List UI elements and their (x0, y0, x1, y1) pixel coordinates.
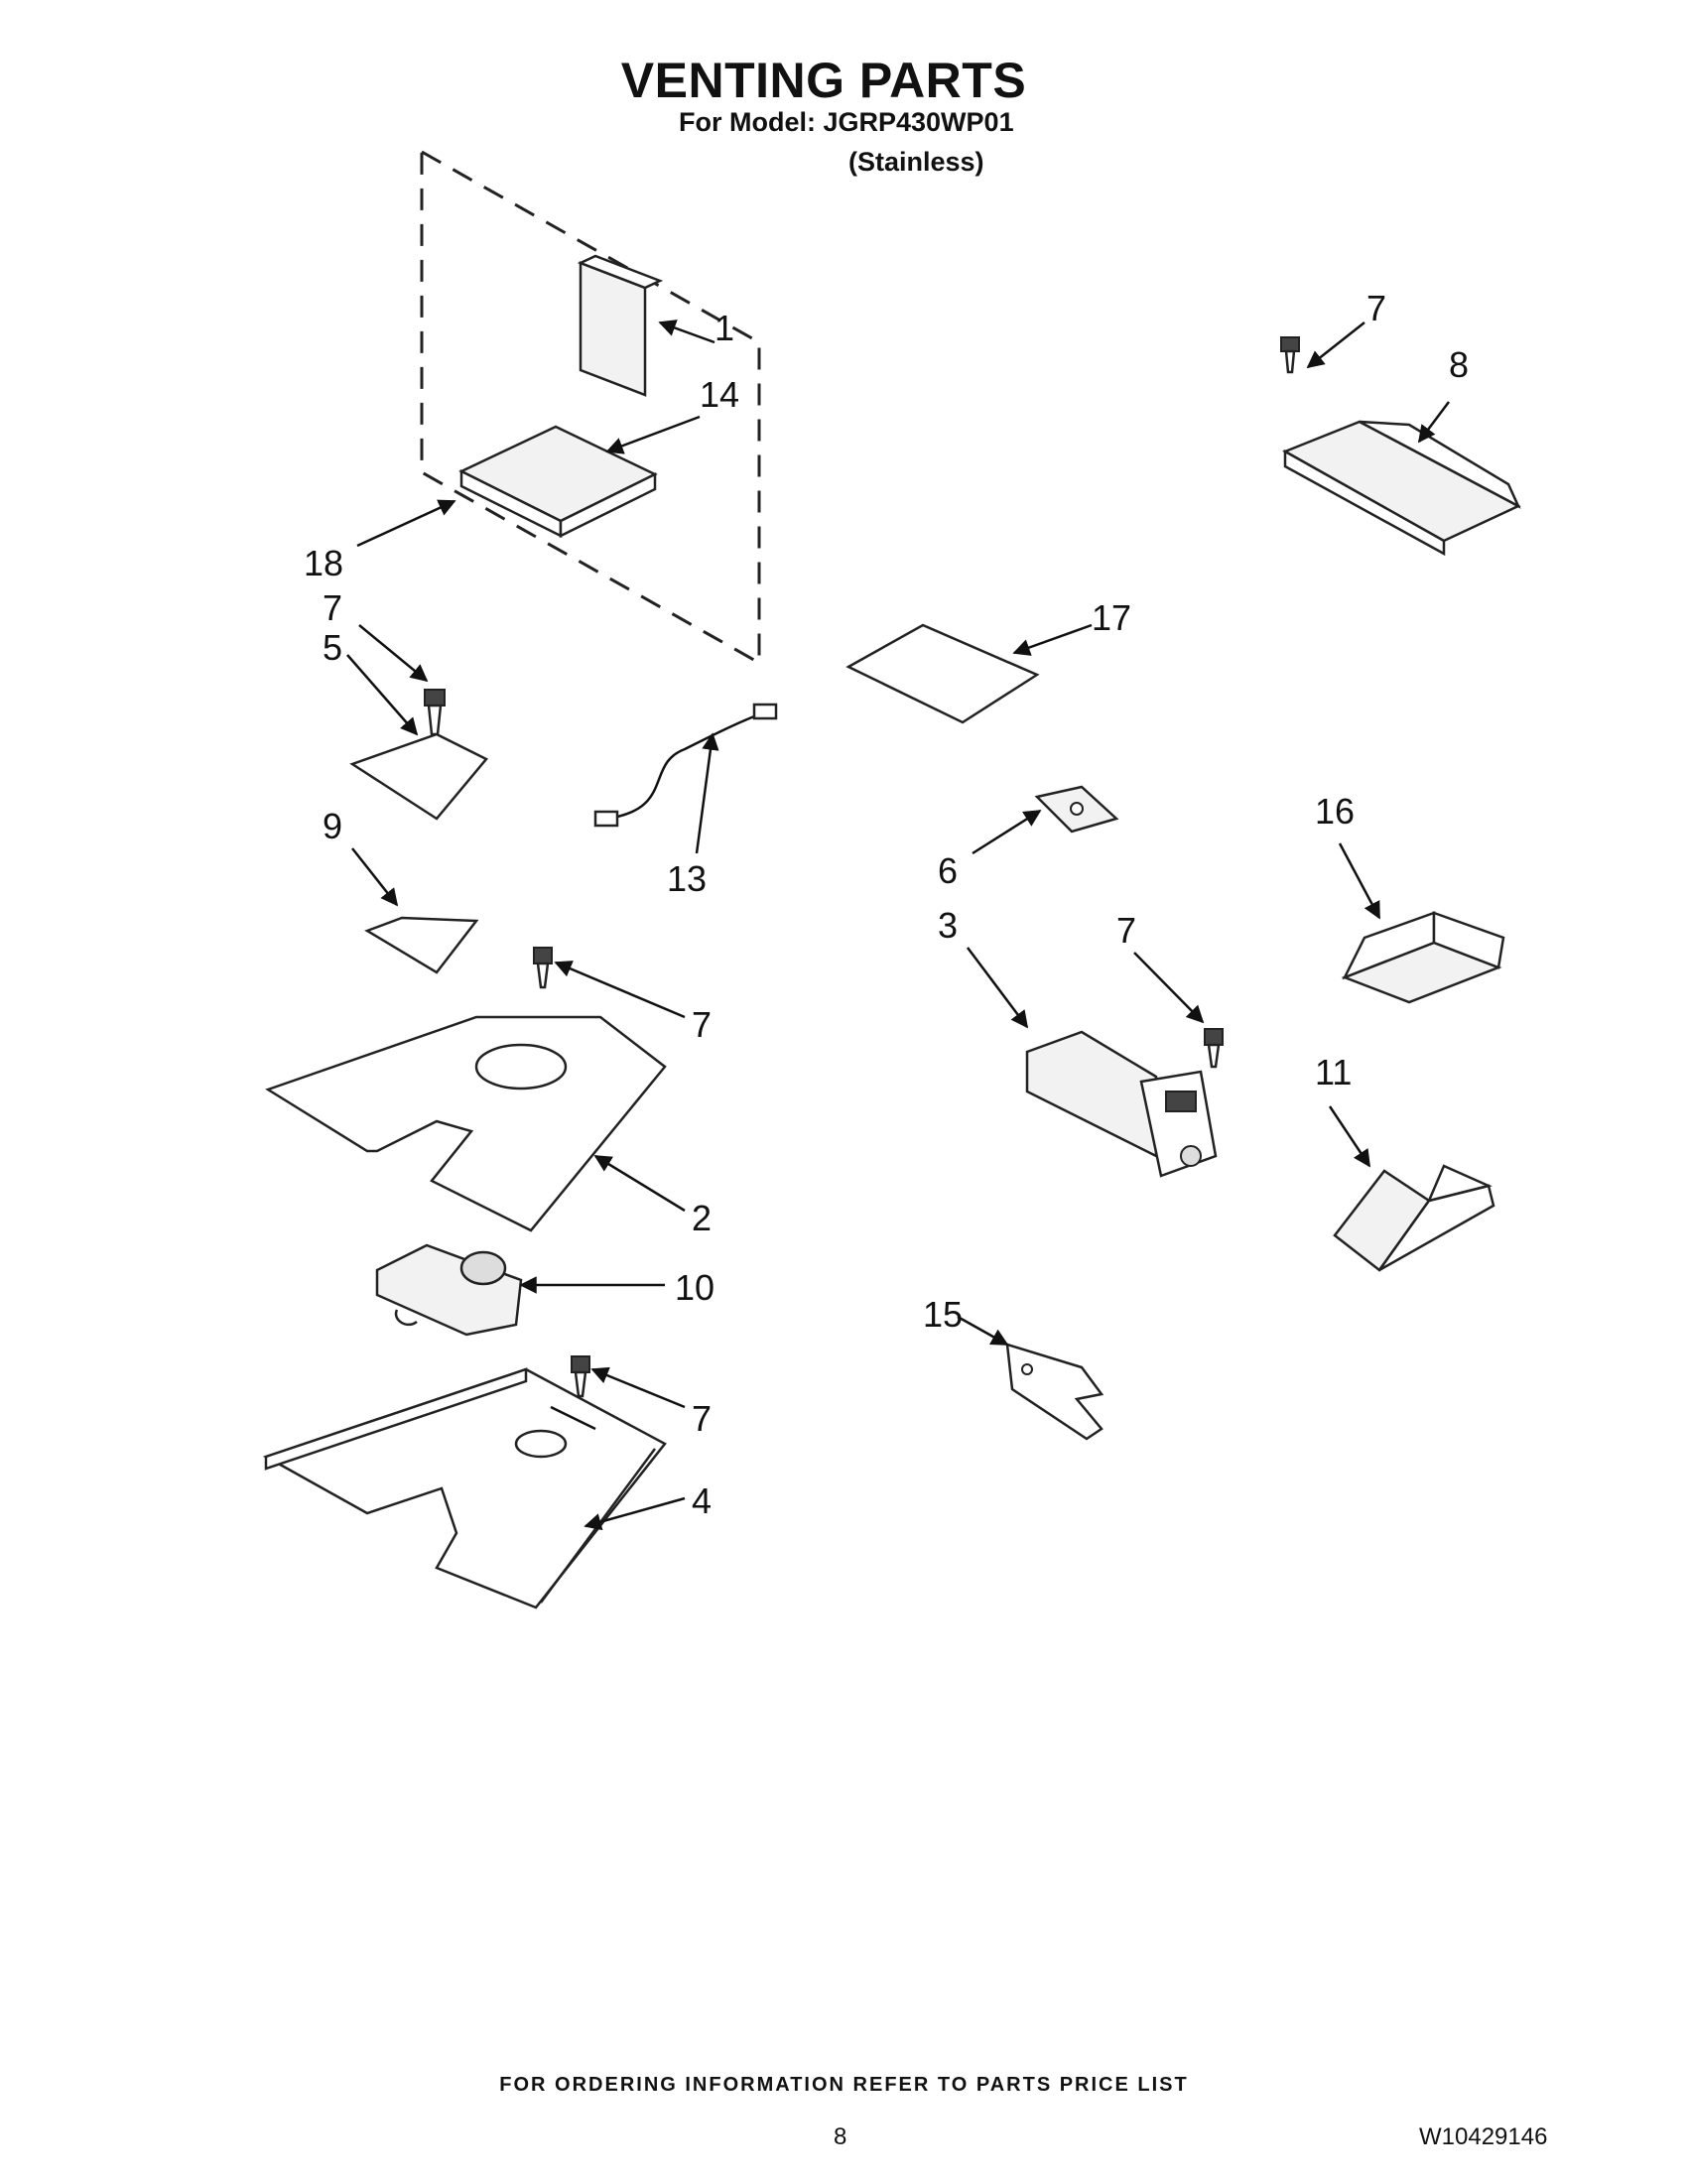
part-13 (593, 703, 778, 828)
callout-2: 2 (692, 1198, 712, 1238)
callout-10: 10 (675, 1267, 714, 1308)
callout-1: 1 (714, 308, 734, 348)
part-14 (458, 425, 658, 539)
callout-9: 9 (323, 806, 342, 846)
callout-8: 8 (1449, 344, 1469, 385)
ordering-note: FOR ORDERING INFORMATION REFER TO PARTS … (499, 2074, 1189, 2096)
page-number: 8 (834, 2123, 847, 2150)
screw-7d (1204, 1028, 1224, 1069)
callout-17: 17 (1092, 597, 1131, 638)
callout-11: 11 (1315, 1052, 1352, 1092)
callout-14: 14 (700, 374, 739, 415)
variant-label: (Stainless) (848, 147, 984, 177)
part-3 (1025, 1030, 1218, 1178)
callout-7-top-right: 7 (1366, 288, 1386, 328)
callout-4: 4 (692, 1480, 712, 1521)
callout-13: 13 (667, 858, 707, 899)
part-16 (1341, 911, 1505, 1004)
part-11 (1333, 1164, 1495, 1272)
callout-7-left: 7 (323, 587, 342, 628)
screw-7a (1280, 336, 1300, 374)
part-17 (845, 623, 1040, 724)
part-2 (265, 1015, 667, 1232)
leader-lines (346, 320, 1450, 1531)
part-10 (375, 1243, 523, 1337)
callout-7-bottom: 7 (692, 1398, 712, 1439)
callout-15: 15 (923, 1294, 963, 1335)
callout-16: 16 (1315, 791, 1355, 832)
part-8 (1282, 420, 1521, 557)
screw-7c (533, 947, 553, 989)
page-title: VENTING PARTS (620, 53, 1027, 108)
callout-3: 3 (938, 905, 958, 946)
callout-labels: 1 14 18 7 8 7 5 17 13 9 6 16 3 7 7 2 11 … (304, 288, 1469, 1521)
model-line: For Model: JGRP430WP01 (679, 107, 1014, 137)
part-15 (1005, 1343, 1104, 1441)
callout-7-valve: 7 (1116, 910, 1136, 951)
part-9 (364, 916, 479, 974)
part-5 (349, 689, 488, 821)
callout-5: 5 (323, 627, 342, 668)
part-6 (1034, 785, 1119, 834)
document-number: W10429146 (1419, 2123, 1548, 2150)
part-1 (577, 254, 664, 397)
callout-7-mid: 7 (692, 1004, 712, 1045)
callout-6: 6 (938, 850, 958, 891)
part-4 (262, 1367, 667, 1609)
screw-7e (571, 1355, 590, 1398)
callout-18: 18 (304, 543, 343, 583)
